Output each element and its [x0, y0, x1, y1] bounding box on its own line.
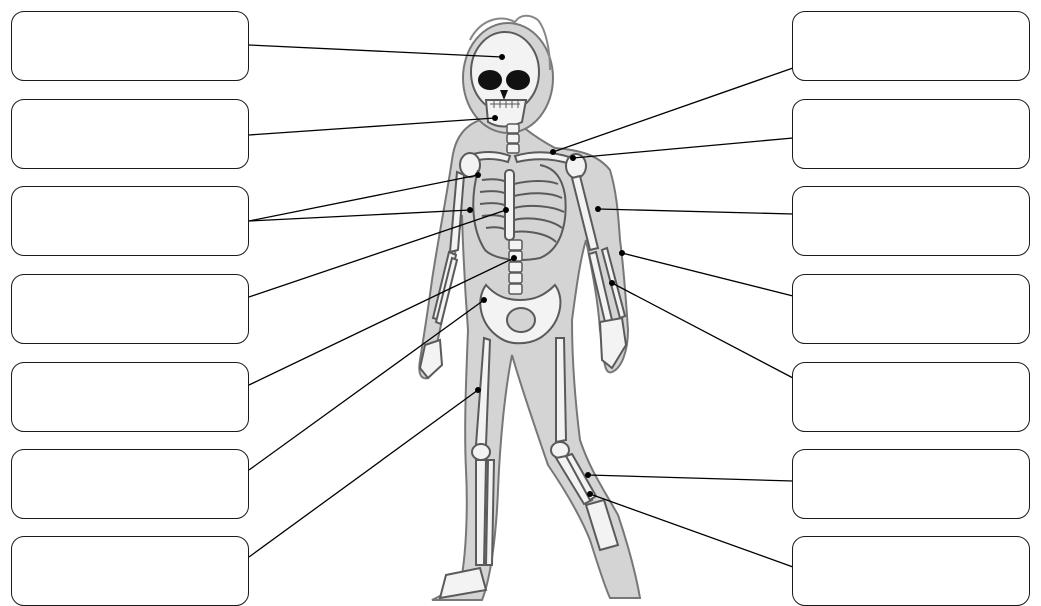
- anchor-dot: [511, 255, 517, 261]
- label-box-right-6[interactable]: [792, 449, 1030, 519]
- anchor-dot: [481, 297, 487, 303]
- leader-line: [553, 68, 793, 152]
- leader-line: [249, 390, 478, 557]
- label-box-right-3[interactable]: [792, 186, 1030, 256]
- leader-line: [622, 253, 793, 296]
- label-box-left-1[interactable]: [11, 11, 249, 81]
- anchor-dot: [475, 387, 481, 393]
- anchor-dot: [595, 206, 601, 212]
- leader-line: [249, 300, 484, 470]
- anchor-dot: [475, 172, 481, 178]
- anchor-dot: [570, 155, 576, 161]
- anchor-dot: [619, 250, 625, 256]
- anchor-dot: [585, 472, 591, 478]
- label-box-left-7[interactable]: [11, 536, 249, 606]
- label-box-left-3[interactable]: [11, 186, 249, 256]
- leader-line: [588, 475, 793, 481]
- label-box-right-7[interactable]: [792, 536, 1030, 606]
- sternum: [505, 170, 514, 240]
- label-box-left-6[interactable]: [11, 449, 249, 519]
- anchor-dot: [550, 149, 556, 155]
- label-box-right-5[interactable]: [792, 362, 1030, 432]
- anchor-dot: [499, 54, 505, 60]
- label-box-left-5[interactable]: [11, 362, 249, 432]
- anchor-dot: [587, 491, 593, 497]
- leader-line: [249, 210, 470, 221]
- label-box-left-4[interactable]: [11, 274, 249, 344]
- label-box-left-2[interactable]: [11, 99, 249, 169]
- label-box-right-1[interactable]: [792, 11, 1030, 81]
- leader-line: [612, 283, 793, 378]
- leader-line: [249, 45, 502, 57]
- anchor-dot: [467, 207, 473, 213]
- anchor-dot: [492, 115, 498, 121]
- leader-line: [598, 209, 793, 214]
- leader-line: [249, 118, 495, 135]
- anchor-dot: [609, 280, 615, 286]
- label-box-right-4[interactable]: [792, 274, 1030, 344]
- leader-line: [573, 138, 793, 158]
- anchor-dot: [503, 207, 509, 213]
- label-box-right-2[interactable]: [792, 99, 1030, 169]
